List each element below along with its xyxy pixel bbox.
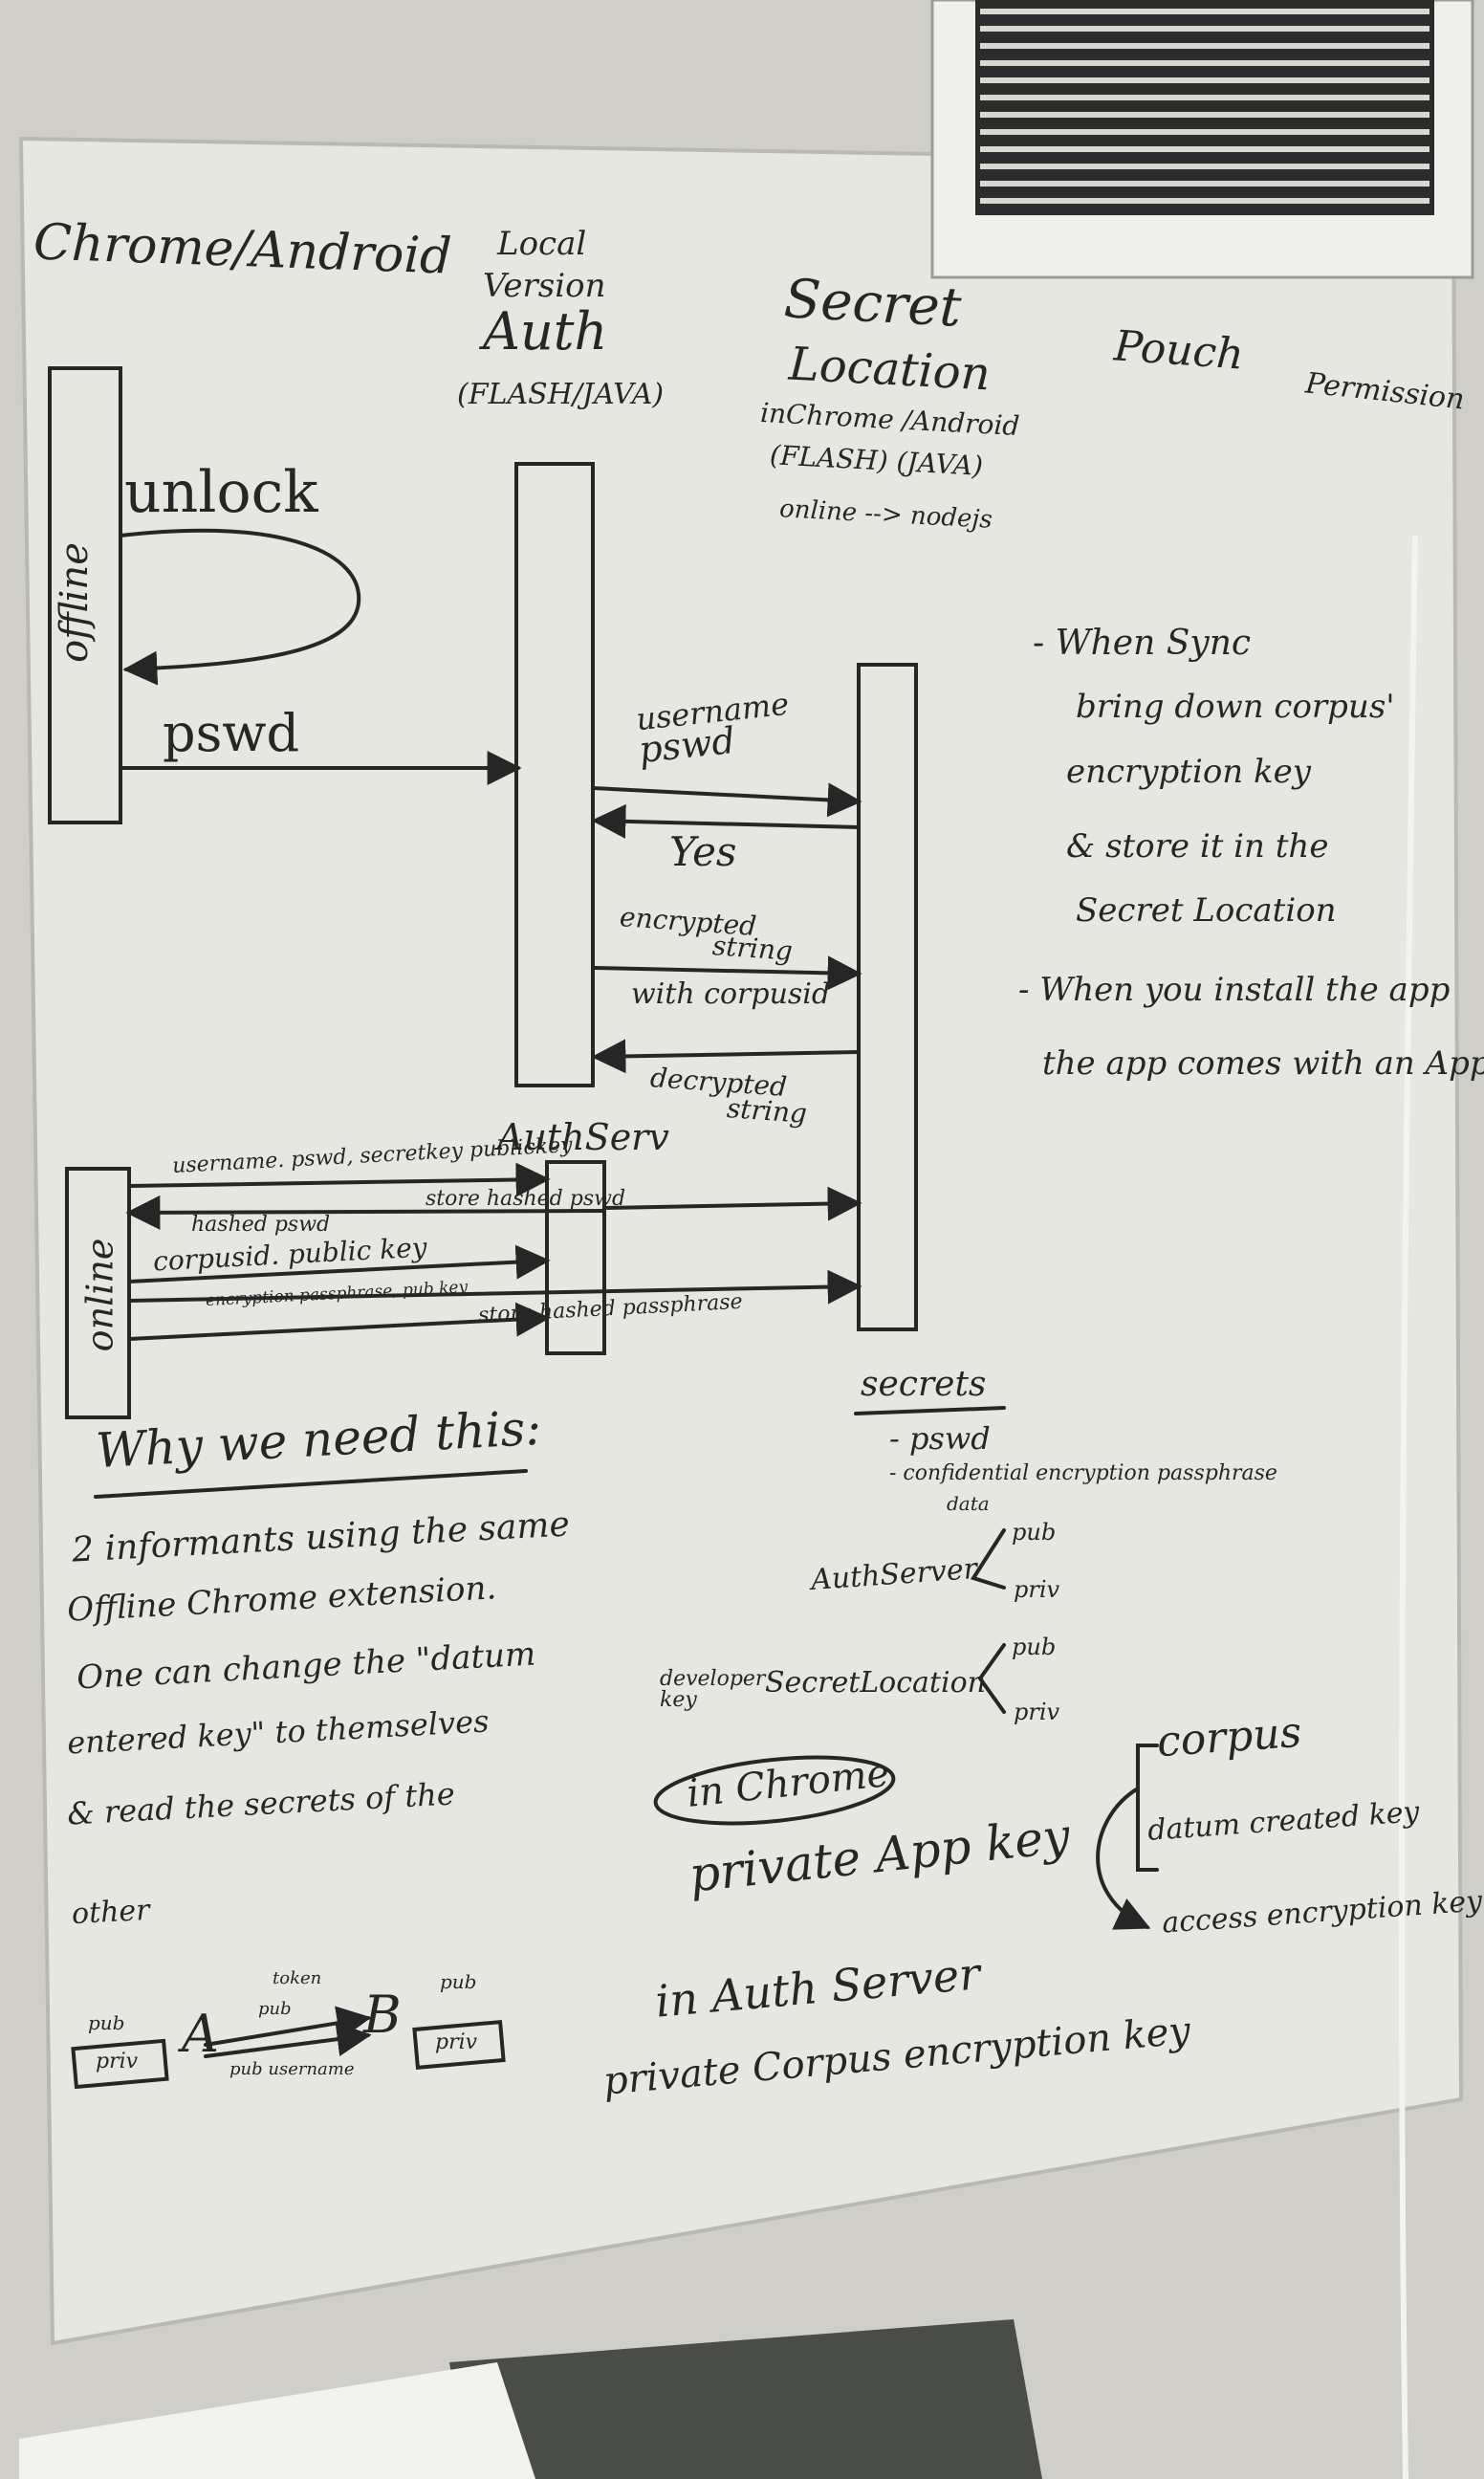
column-local-auth-3: Auth [483, 301, 608, 362]
authserver-priv: priv [1014, 1576, 1060, 1603]
secrets-heading: secrets [861, 1365, 987, 1404]
offline-box [48, 366, 122, 824]
a-to-b-arrow-2 [204, 2022, 372, 2058]
online-msg-6 [127, 1302, 551, 1341]
ab-pub1: pub [88, 2011, 125, 2034]
developer-key: developer key [660, 1667, 766, 1712]
online-msg-5 [127, 1269, 862, 1305]
ab-b: B [363, 1985, 402, 2045]
note-line-7: the app comes with an App key [1042, 1044, 1484, 1083]
unlock-label: unlock [124, 459, 318, 526]
secretlocation-pub: pub [1012, 1634, 1057, 1660]
pswd-label: pswd [163, 703, 300, 763]
column-local-auth-4: (FLASH/JAVA) [457, 378, 665, 411]
why-line-6: other [71, 1893, 151, 1932]
secretlocation-priv: priv [1014, 1699, 1060, 1725]
air-vent [930, 0, 1474, 279]
yes-arrow [591, 803, 861, 839]
in-chrome-ellipse [653, 1755, 896, 1826]
secrets-item-1: - pswd [889, 1420, 991, 1457]
column-local-auth-2: Version [483, 267, 606, 305]
paper-sheet [19, 2362, 535, 2479]
ab-a: A [182, 2004, 219, 2064]
column-secret-location-2: Location [787, 337, 993, 402]
ab-priv1: priv [96, 2050, 139, 2073]
auth-serv-label: AuthServ [497, 1116, 669, 1158]
b-priv-box [412, 2019, 506, 2071]
secretlocation-bracket [977, 1643, 1006, 1714]
secrets-underline [854, 1406, 1006, 1415]
why-underline [94, 1469, 528, 1499]
authserver-bracket [970, 1528, 1006, 1590]
unlock-loop [119, 528, 361, 686]
corpus-brace [1136, 1744, 1159, 1872]
note-line-3: encryption key [1066, 753, 1311, 791]
column-secret-location-1: Secret [782, 268, 963, 340]
column-client: Chrome/Android [33, 213, 453, 286]
note-line-2: bring down corpus' [1076, 688, 1395, 726]
pswd-label-2: pswd [636, 718, 737, 772]
note-line-5: Secret Location [1076, 891, 1337, 930]
column-pouch: Pouch [1112, 321, 1246, 380]
note-line-4: & store it in the [1066, 827, 1329, 866]
authserver-pub: pub [1012, 1519, 1057, 1546]
ab-token: token [273, 1968, 322, 1988]
online-msg-4 [127, 1244, 551, 1283]
column-local-auth-1: Local [497, 225, 587, 263]
ab-pub2: pub [440, 1970, 477, 1993]
online-msg-3 [602, 1186, 862, 1221]
decrypted-string-label: string [725, 1092, 809, 1130]
online-msg-label-3: store hashed pswd [426, 1187, 626, 1211]
secret-location-lifeline [857, 663, 918, 1331]
yes-label: Yes [669, 828, 737, 875]
secrets-item-3: data [947, 1492, 990, 1515]
ab-priv2: priv [435, 2030, 478, 2054]
string-label: string [710, 930, 795, 967]
encrypted-arrow [593, 955, 862, 991]
secretlocation-keys-label: SecretLocation [765, 1666, 986, 1700]
wall-cable [1398, 535, 1418, 2479]
online-msg-1 [127, 1162, 551, 1197]
note-line-1: - When Sync [1033, 624, 1252, 663]
with-corpusid-label: with corpusid [631, 977, 831, 1011]
ab-pub-mid: pub [258, 1999, 292, 2019]
online-box [65, 1167, 131, 1419]
online-msg-2 [125, 1195, 606, 1230]
ab-pub-username: pub username [229, 2059, 355, 2079]
offline-label: offline [52, 542, 97, 663]
a-priv-box [71, 2038, 169, 2090]
corpus-heading: corpus [1155, 1707, 1303, 1767]
username-arrow [591, 782, 862, 818]
online-msg-label-2: hashed pswd [191, 1213, 331, 1237]
decrypted-arrow [591, 1039, 861, 1074]
desk-object [449, 2319, 1042, 2479]
online-label: online [78, 1238, 121, 1352]
corpus-arrow [1096, 1787, 1151, 1930]
note-line-6: - When you install the app [1018, 971, 1451, 1009]
secrets-item-2: - confidential encryption passphrase [889, 1461, 1277, 1485]
